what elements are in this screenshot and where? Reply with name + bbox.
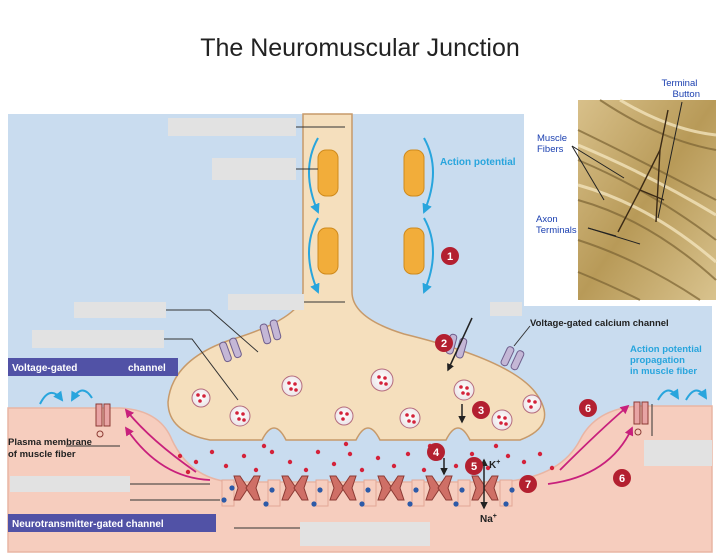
propagation-label: Action potential propagation in muscle f… [630, 344, 704, 377]
action-potential-arrows [308, 137, 434, 294]
synaptic-vesicles [191, 368, 542, 431]
ach-receptor [329, 475, 357, 501]
muscle-propagation-arrows [39, 388, 708, 405]
synaptic-vesicle [370, 368, 394, 392]
synaptic-vesicle [191, 388, 211, 408]
calcium-channel [219, 337, 242, 363]
step-badge-4: 4 [427, 443, 445, 461]
label-leader-lines [130, 126, 345, 529]
svg-text:3: 3 [478, 405, 484, 417]
micrograph-pointer-lines [571, 101, 683, 245]
action-potential-label: Action potential [440, 157, 516, 168]
step-badge-2: 2 [435, 334, 453, 352]
acetylcholinesterase [221, 485, 515, 507]
svg-text:2: 2 [441, 338, 447, 350]
ach-receptor [233, 475, 261, 501]
voltage-gated-label: Voltage-gated [12, 363, 77, 374]
ach-receptor [377, 475, 405, 501]
channel-label: channel [128, 363, 166, 374]
synaptic-vesicle [453, 379, 475, 401]
calcium-channel-label: Voltage-gated calcium channel [530, 318, 669, 329]
calcium-channel [500, 346, 525, 371]
synaptic-vesicle [522, 394, 542, 414]
diagram-title: The Neuromuscular Junction [200, 34, 520, 62]
svg-text:6: 6 [585, 403, 591, 415]
neurotransmitter-gated-channels [233, 475, 499, 501]
depolarization-arrows [124, 404, 634, 485]
acetylcholine-molecules [177, 441, 555, 475]
muscle-fibers-label: Muscle Fibers [537, 133, 570, 155]
ach-receptor [425, 475, 453, 501]
sodium-label: Na+ [480, 513, 497, 525]
neurotransmitter-channel-label: Neurotransmitter-gated channel [12, 519, 164, 530]
calcium-channels [219, 319, 525, 371]
svg-text:1: 1 [447, 251, 453, 263]
synaptic-vesicle [399, 407, 421, 429]
voltage-gated-channel-left [95, 403, 111, 438]
junctional-folds [221, 479, 513, 507]
plasma-membrane-label: Plasma membrane of muscle fiber [8, 437, 95, 460]
synaptic-vesicle [229, 405, 251, 427]
synaptic-vesicle [491, 409, 513, 431]
potassium-label: K+ [489, 459, 500, 471]
calcium-channel-leader [513, 325, 531, 347]
svg-text:6: 6 [619, 473, 625, 485]
neurotransmitter-channel-bar [8, 514, 216, 532]
svg-text:4: 4 [433, 447, 440, 459]
step-badge-6-lower: 6 [613, 469, 631, 487]
synaptic-vesicle [334, 406, 354, 426]
voltage-gated-channel-right [633, 401, 649, 436]
step-badge-5: 5 [465, 457, 483, 475]
step-badge-7: 7 [519, 475, 537, 493]
ach-receptor [281, 475, 309, 501]
synaptic-vesicle [281, 375, 303, 397]
step-badge-3: 3 [472, 401, 490, 419]
myelin-sheaths [317, 149, 425, 275]
micrograph-photo [577, 98, 717, 301]
terminal-button-label: Terminal Button [661, 78, 700, 100]
step-badge-6-upper: 6 [579, 399, 597, 417]
voltage-gated-channel-bar [8, 358, 178, 376]
calcium-channel [259, 319, 282, 345]
axon-terminals-label: Axon Terminals [536, 214, 577, 236]
svg-text:7: 7 [525, 479, 531, 491]
step-badge-1: 1 [441, 247, 459, 265]
process-arrows [440, 317, 488, 510]
svg-text:5: 5 [471, 461, 477, 473]
blank-label-boxes [10, 118, 712, 546]
